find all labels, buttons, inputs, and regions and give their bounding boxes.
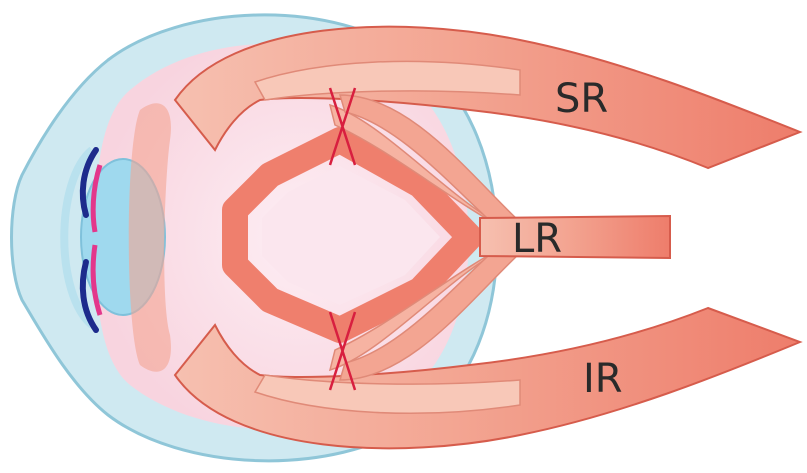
- ir-inner-band: [253, 374, 521, 415]
- lateral-rectus: [328, 94, 671, 381]
- pulley-marks: [328, 87, 357, 391]
- upper-lid-blue: [79, 147, 99, 218]
- inner-muscle-frame: [222, 127, 483, 343]
- lower-pulley: [328, 311, 357, 391]
- lower-lid-blue: [79, 259, 99, 333]
- label-lr: LR: [512, 216, 562, 262]
- lid-pink-lower: [90, 244, 103, 316]
- ciliary-ring: [128, 103, 171, 372]
- inferior-rectus: [173, 306, 803, 450]
- sr-inner-band: [253, 60, 521, 101]
- superior-rectus: [173, 25, 803, 170]
- lr-belly: [479, 214, 671, 260]
- lid-pink-upper: [90, 164, 103, 233]
- label-sr: SR: [555, 76, 608, 122]
- label-ir: IR: [583, 356, 623, 402]
- eyelid-marks: [79, 147, 103, 333]
- inner-window: [262, 166, 440, 305]
- upper-pulley: [328, 87, 357, 166]
- cornea-front: [60, 146, 95, 329]
